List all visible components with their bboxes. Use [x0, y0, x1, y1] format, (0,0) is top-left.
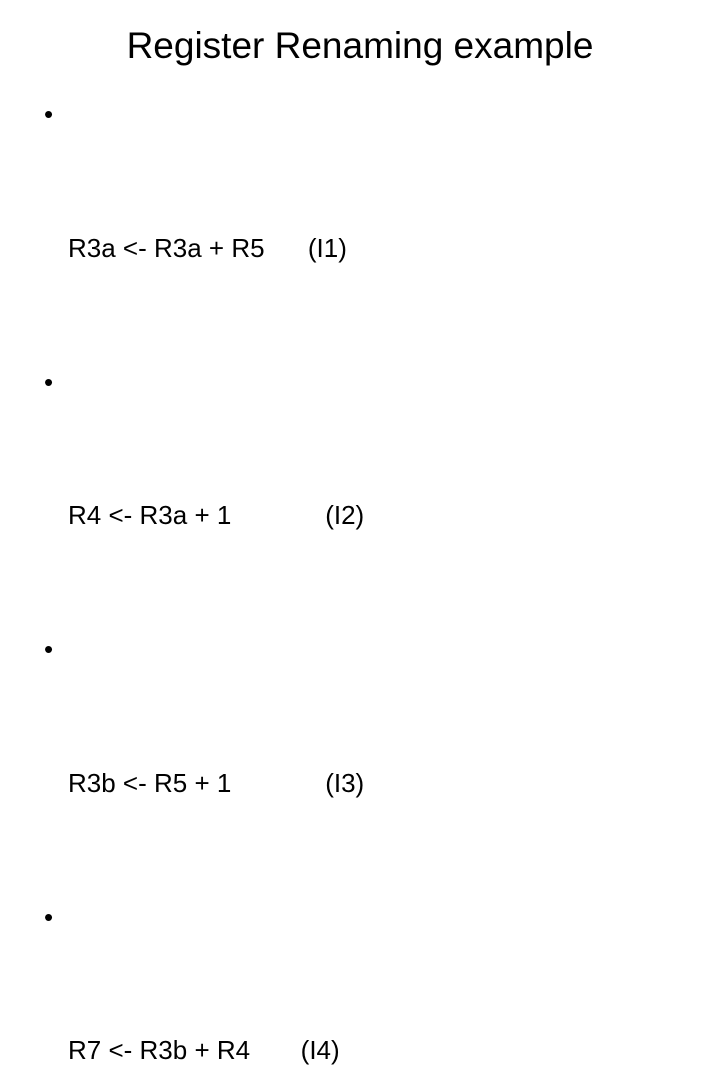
list-item-text: R7 <- R3b + R4 (I4): [68, 1035, 340, 1066]
bullet-marker-icon: •: [44, 366, 54, 397]
bullet-list: • R3a <- R3a + R5 (I1) • R4 <- R3a + 1 (…: [40, 92, 700, 1080]
list-item: • R7 <- R3b + R4 (I4): [40, 895, 700, 1080]
list-item-text: R4 <- R3a + 1 (I2): [68, 500, 365, 531]
list-item: • R3b <- R5 + 1 (I3): [40, 627, 700, 895]
bullet-marker-icon: •: [44, 634, 54, 665]
page-title: Register Renaming example: [126, 25, 594, 66]
bullet-marker-icon: •: [44, 99, 54, 129]
slide-canvas: Register Renaming example • R3a <- R3a +…: [44, 25, 594, 1066]
bullet-marker-icon: •: [44, 901, 54, 932]
list-item: • R4 <- R3a + 1 (I2): [40, 360, 700, 628]
list-item-text: R3a <- R3a + R5 (I1): [68, 232, 347, 263]
list-item: • R3a <- R3a + R5 (I1): [40, 92, 700, 360]
list-item-text: R3b <- R5 + 1 (I3): [68, 767, 365, 798]
